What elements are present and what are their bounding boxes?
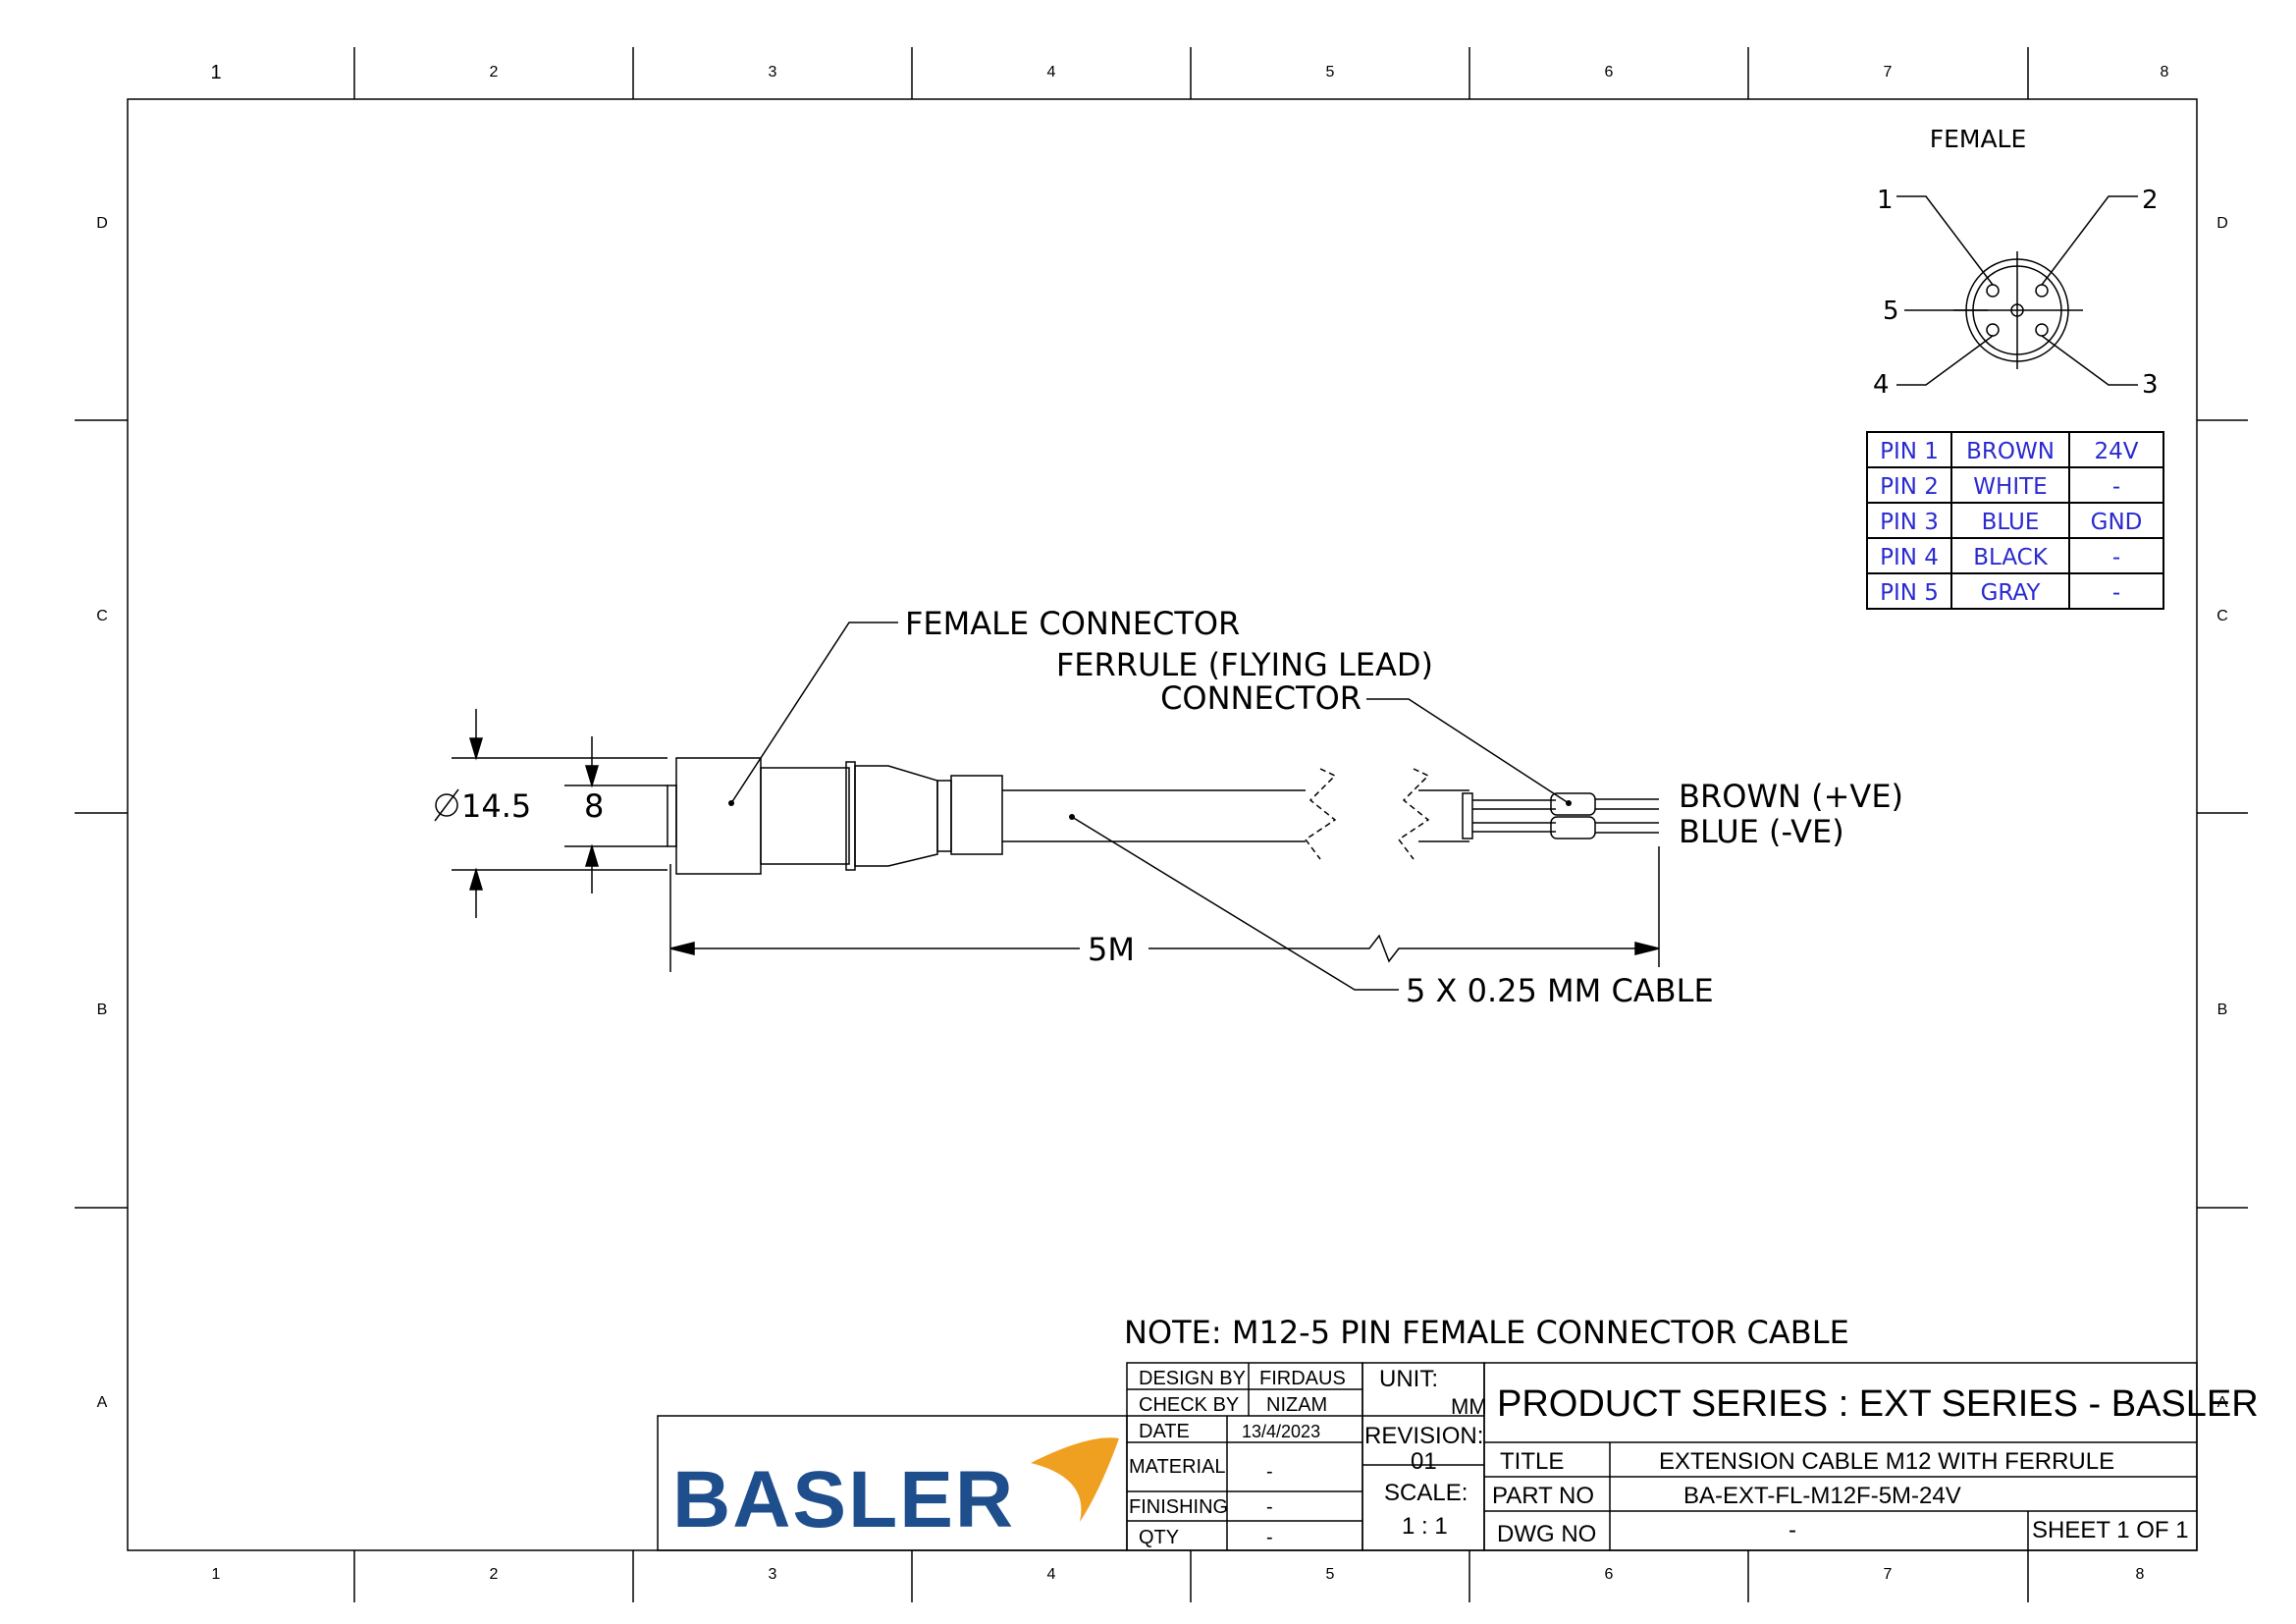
qty-value: - [1266,1527,1273,1548]
row-label: A [2217,1394,2228,1411]
column-labels-bottom: 1 2 3 4 5 6 7 8 [212,1566,2145,1583]
inner-dimension: 8 [584,787,604,825]
part-no-label: PART NO [1492,1483,1594,1509]
pin-cell: PIN 2 [1880,474,1939,500]
pin-function-cell: - [2112,545,2120,570]
col-label: 4 [1047,64,1056,81]
date-label: DATE [1139,1421,1190,1442]
callouts: FEMALE CONNECTOR FERRULE (FLYING LEAD) C… [905,605,1903,1009]
ferrule-callout-line2: CONNECTOR [1160,679,1362,717]
col-label: 1 [212,1566,221,1583]
col-label: 8 [2136,1566,2145,1583]
revision-label: REVISION: [1364,1423,1483,1449]
pin-number-label: 1 [1877,186,1894,215]
scale-label: SCALE: [1384,1480,1468,1506]
col-label: 2 [490,1566,499,1583]
ferrule-callout-line1: FERRULE (FLYING LEAD) [1056,646,1433,683]
title-value: EXTENSION CABLE M12 WITH FERRULE [1659,1448,2114,1475]
check-by-label: CHECK BY [1139,1394,1239,1416]
basler-logo: BASLER [672,1437,1119,1544]
female-connector-body [675,757,762,875]
part-no-value: BA-EXT-FL-M12F-5M-24V [1683,1483,1961,1509]
qty-label: QTY [1139,1527,1179,1548]
date-value: 13/4/2023 [1242,1422,1320,1441]
cable-drawing [667,757,1659,875]
dwg-no-label: DWG NO [1497,1521,1596,1547]
pin-color-cell: BROWN [1966,439,2055,464]
pin-function-cell: GND [2091,510,2143,535]
pin-function-cell: - [2112,474,2120,500]
pin-number-label: 2 [2142,186,2159,215]
material-value: - [1266,1461,1273,1483]
col-label: 7 [1884,1566,1893,1583]
title-label: TITLE [1500,1448,1564,1475]
col-label: 3 [769,1566,777,1583]
col-label: 5 [1326,1566,1335,1583]
brown-wire-label: BROWN (+VE) [1679,778,1903,815]
pin-number-label: 4 [1873,370,1890,400]
pin-cell: PIN 4 [1880,545,1939,570]
blue-wire-label: BLUE (-VE) [1679,813,1844,850]
material-label: MATERIAL [1129,1456,1226,1478]
pinout-heading: FEMALE [1930,125,2027,153]
col-label: 3 [769,64,777,81]
col-label: 6 [1605,1566,1614,1583]
finishing-label: FINISHING [1129,1496,1228,1518]
ferrule-connector [1550,792,1596,816]
col-label: 1 [210,62,221,83]
title-block [657,1362,2198,1551]
unit-label: UNIT: [1379,1366,1438,1392]
pin-cell: PIN 1 [1880,439,1939,464]
pin-cell: PIN 5 [1880,580,1939,606]
scale-value: 1 : 1 [1402,1513,1448,1540]
sheet-number: SHEET 1 OF 1 [2032,1517,2189,1543]
pin-cell: PIN 3 [1880,510,1939,535]
col-label: 8 [2161,64,2169,81]
logo-swoosh-icon [1031,1437,1119,1522]
pin-color-cell: WHITE [1973,474,2047,500]
check-by-value: NIZAM [1266,1394,1327,1416]
col-label: 6 [1605,64,1614,81]
col-label: 5 [1326,64,1335,81]
row-label: C [2216,608,2228,624]
design-by-value: FIRDAUS [1259,1368,1346,1389]
length-dimension: 5M [1088,931,1135,968]
pin-function-cell: - [2112,580,2120,606]
pinout-diagram: FEMALE 1 2 5 4 3 [1873,125,2159,400]
row-label: D [96,215,108,232]
pin-table: PIN 1 BROWN 24V PIN 2 WHITE - PIN 3 BLUE… [1866,431,2164,610]
female-connector-callout: FEMALE CONNECTOR [905,605,1240,642]
col-label: 4 [1047,1566,1056,1583]
pin-number-label: 5 [1883,297,1899,326]
dimension-labels: 14.5 8 5M [461,787,1135,968]
pin-color-cell: BLACK [1973,545,2049,570]
column-labels-top: 1 2 3 4 5 6 7 8 [210,62,2168,83]
diameter-dimension: 14.5 [461,787,531,825]
row-label: B [2217,1001,2228,1018]
col-label: 7 [1884,64,1893,81]
basler-logo-wordmark: BASLER [672,1455,1015,1544]
product-series: PRODUCT SERIES : EXT SERIES - BASLER [1497,1383,2259,1425]
col-label: 2 [490,64,499,81]
design-by-label: DESIGN BY [1139,1368,1246,1389]
pin-color-cell: GRAY [1981,580,2042,606]
drawing-note: NOTE: M12-5 PIN FEMALE CONNECTOR CABLE [1124,1314,1849,1351]
title-block-text: DESIGN BY FIRDAUS CHECK BY NIZAM DATE 13… [1129,1366,2259,1548]
row-label: D [2216,215,2228,232]
row-label: A [97,1394,108,1411]
revision-value: 01 [1411,1448,1437,1475]
row-label: B [97,1001,108,1018]
dwg-no-value: - [1789,1517,1796,1543]
pin-number-label: 3 [2142,370,2159,400]
dimensions [434,709,1660,972]
row-labels: D C B A D C B A [96,215,2228,1411]
pin-color-cell: BLUE [1982,510,2040,535]
cable-callout: 5 X 0.25 MM CABLE [1406,972,1714,1009]
pin-function-cell: 24V [2094,439,2138,464]
finishing-value: - [1266,1496,1273,1518]
callout-leaders [730,622,1570,991]
row-label: C [96,608,108,624]
unit-value: MM [1451,1394,1487,1419]
